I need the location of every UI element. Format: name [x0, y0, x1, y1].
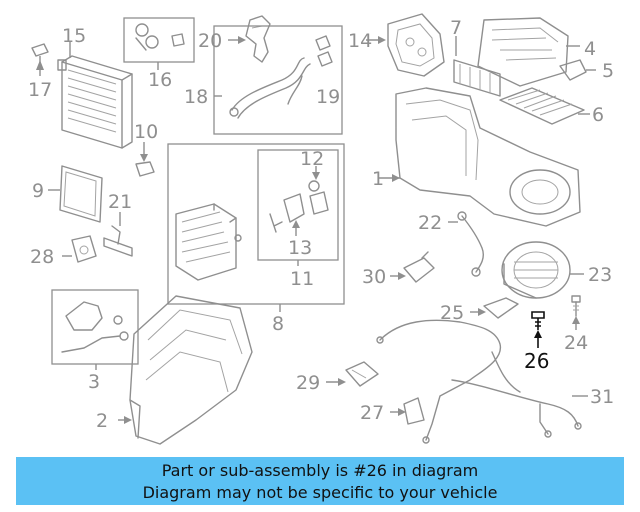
- part-3-bracket-box: [51, 289, 139, 370]
- part-28-sensor: [62, 235, 97, 263]
- part-21-sensor: [103, 212, 133, 257]
- callout-18: 18: [184, 86, 208, 108]
- part-17-fitting: [31, 43, 49, 76]
- callout-7: 7: [450, 17, 462, 39]
- parts-diagram: 15 17 16 20 18 19: [28, 13, 614, 445]
- callout-16: 16: [148, 69, 172, 91]
- callout-31: 31: [590, 386, 614, 408]
- part-26-bolt: [531, 311, 545, 348]
- callout-10: 10: [134, 121, 158, 143]
- callout-30: 30: [362, 266, 386, 288]
- callout-9: 9: [32, 180, 44, 202]
- part-15-heater-core: [57, 55, 133, 149]
- part-22-pipe: [448, 211, 485, 277]
- part-30-sensor: [390, 251, 435, 283]
- part-24-screw: [571, 295, 581, 330]
- part-7-seal: [453, 36, 501, 97]
- callout-27: 27: [360, 402, 384, 424]
- callout-21: 21: [108, 191, 132, 213]
- banner-line-2: Diagram may not be specific to your vehi…: [142, 483, 498, 502]
- callout-29: 29: [296, 372, 320, 394]
- part-20-bracket: [228, 15, 271, 63]
- callout-26: 26: [524, 349, 549, 373]
- part-31-harness: [376, 319, 588, 444]
- info-banner: Part or sub-assembly is #26 in diagram D…: [16, 457, 624, 505]
- callout-15: 15: [62, 25, 86, 47]
- part-18-pipe-box: [213, 25, 343, 135]
- callout-2: 2: [96, 410, 108, 432]
- part-9-frame: [48, 165, 103, 223]
- callout-17: 17: [28, 79, 52, 101]
- callout-28: 28: [30, 246, 54, 268]
- callout-11: 11: [290, 268, 314, 290]
- callout-5: 5: [602, 60, 614, 82]
- callout-14: 14: [348, 30, 372, 52]
- callout-24: 24: [564, 332, 588, 354]
- part-4-housing: [477, 17, 580, 87]
- callout-4: 4: [584, 38, 596, 60]
- part-6-filter: [499, 87, 590, 125]
- banner-line-1: Part or sub-assembly is #26 in diagram: [161, 461, 479, 480]
- part-10-valve: [135, 142, 155, 177]
- callout-3: 3: [88, 371, 100, 393]
- part-23-blower-motor: [501, 241, 584, 299]
- callout-19: 19: [316, 86, 340, 108]
- part-14-gasket: [366, 13, 445, 77]
- callout-23: 23: [588, 264, 612, 286]
- part-29-module: [326, 361, 379, 387]
- callout-8: 8: [272, 313, 284, 335]
- part-11-expansion-box: [257, 149, 339, 266]
- part-25-resistor: [470, 297, 519, 319]
- callout-25: 25: [440, 302, 464, 324]
- part-16-box: [123, 17, 195, 70]
- part-8-evaporator-box: [167, 143, 345, 312]
- callout-1: 1: [372, 168, 384, 190]
- part-1-blower-case: [378, 87, 581, 227]
- part-5-actuator: [559, 59, 596, 81]
- callout-12: 12: [300, 148, 324, 170]
- part-27-connector: [390, 397, 425, 425]
- callout-6: 6: [592, 104, 604, 126]
- callout-22: 22: [418, 212, 442, 234]
- part-2-heater-housing: [118, 295, 253, 445]
- callout-13: 13: [288, 237, 312, 259]
- callout-20: 20: [198, 30, 222, 52]
